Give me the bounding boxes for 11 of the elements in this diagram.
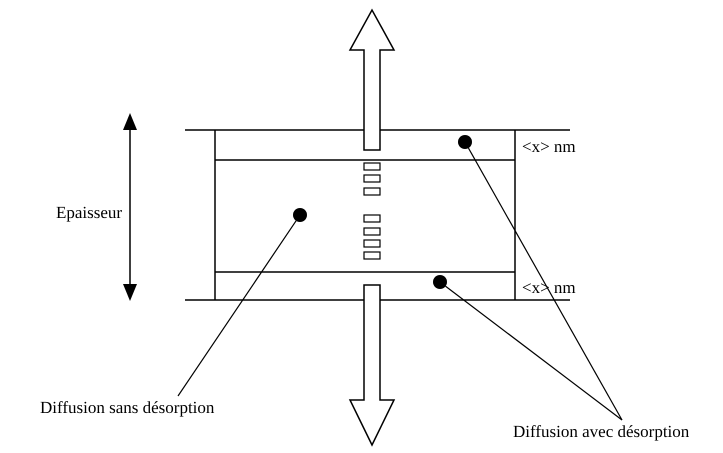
thickness-label: <x> nm: [522, 137, 576, 157]
particle-dot: [293, 208, 307, 222]
thickness-label: <x> nm: [522, 278, 576, 298]
caption-label: Diffusion avec désorption: [513, 422, 690, 442]
leader-line: [445, 286, 622, 420]
leader-line: [178, 220, 297, 396]
dimension-label: Epaisseur: [56, 203, 122, 223]
particle-dot: [433, 275, 447, 289]
particle-dot: [458, 135, 472, 149]
leader-line: [468, 148, 623, 420]
caption-label: Diffusion sans désorption: [40, 398, 214, 418]
